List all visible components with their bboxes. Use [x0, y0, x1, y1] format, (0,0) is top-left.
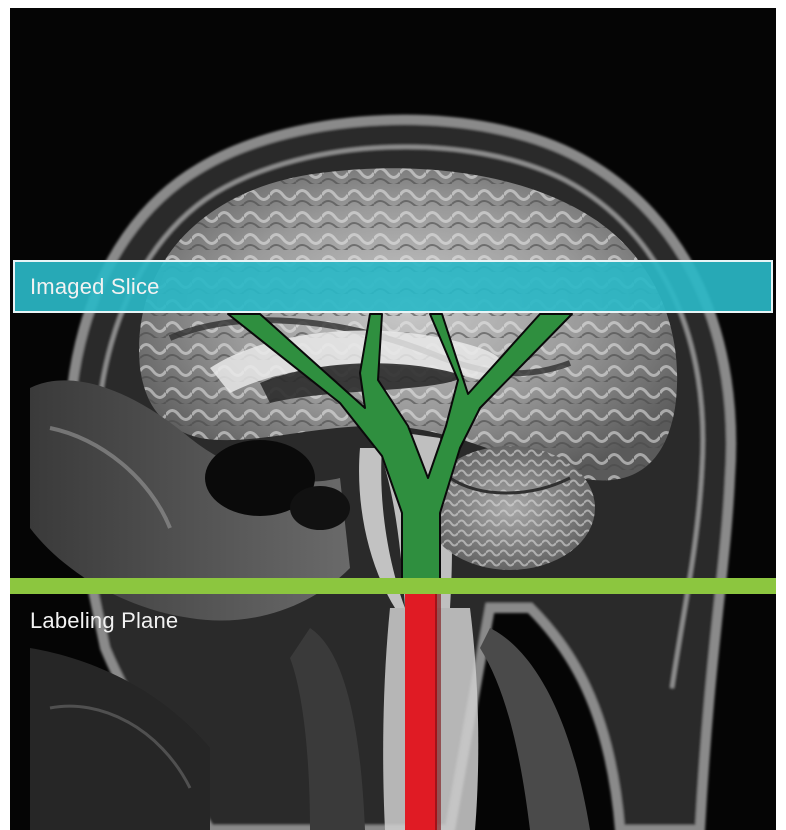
labeling-plane-label: Labeling Plane: [30, 608, 178, 634]
figure-frame: Imaged Slice Labeling Plane: [10, 8, 776, 830]
mri-sagittal-scene: [10, 8, 776, 830]
labeling-plane-line: [10, 578, 776, 594]
imaged-slice-label: Imaged Slice: [30, 274, 160, 300]
labeled-vessel: [405, 594, 437, 830]
